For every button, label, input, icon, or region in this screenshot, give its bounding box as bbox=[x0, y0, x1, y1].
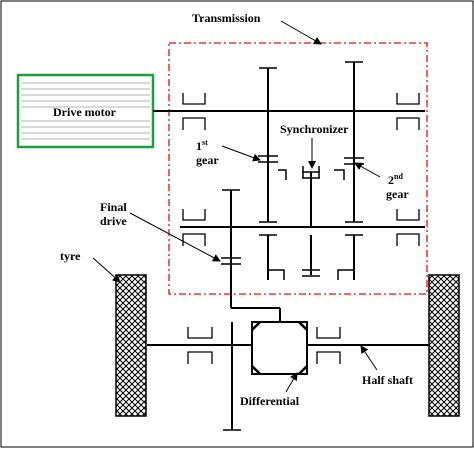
gear2-number: 2 bbox=[388, 173, 394, 187]
leader-arrows bbox=[92, 20, 381, 393]
gear2-word: gear bbox=[386, 187, 409, 201]
final-drive-label-line1: Final bbox=[100, 200, 127, 214]
synchronizer-label: Synchronizer bbox=[280, 122, 349, 136]
tyre-left bbox=[115, 274, 147, 417]
drive-motor-label: Drive motor bbox=[53, 105, 117, 119]
transmission-box bbox=[168, 42, 428, 295]
figure-frame bbox=[0, 0, 474, 448]
differential bbox=[251, 321, 308, 375]
tyre-label: tyre bbox=[60, 249, 81, 263]
half-shaft-label: Half shaft bbox=[362, 373, 413, 387]
gear1-superscript: st bbox=[202, 138, 208, 147]
gear2-superscript: nd bbox=[394, 172, 403, 181]
gear1-label: 1st bbox=[196, 138, 208, 153]
bearings bbox=[182, 93, 420, 364]
gears bbox=[221, 61, 364, 431]
gear2-label: 2nd bbox=[388, 172, 403, 187]
drive-motor bbox=[16, 73, 155, 149]
transmission-label: Transmission bbox=[192, 11, 261, 25]
differential-label: Differential bbox=[240, 394, 300, 408]
gear1-number: 1 bbox=[196, 139, 202, 153]
tyre-right bbox=[428, 274, 460, 417]
final-drive-label-line2: drive bbox=[100, 214, 127, 228]
gear1-word: gear bbox=[196, 153, 219, 167]
